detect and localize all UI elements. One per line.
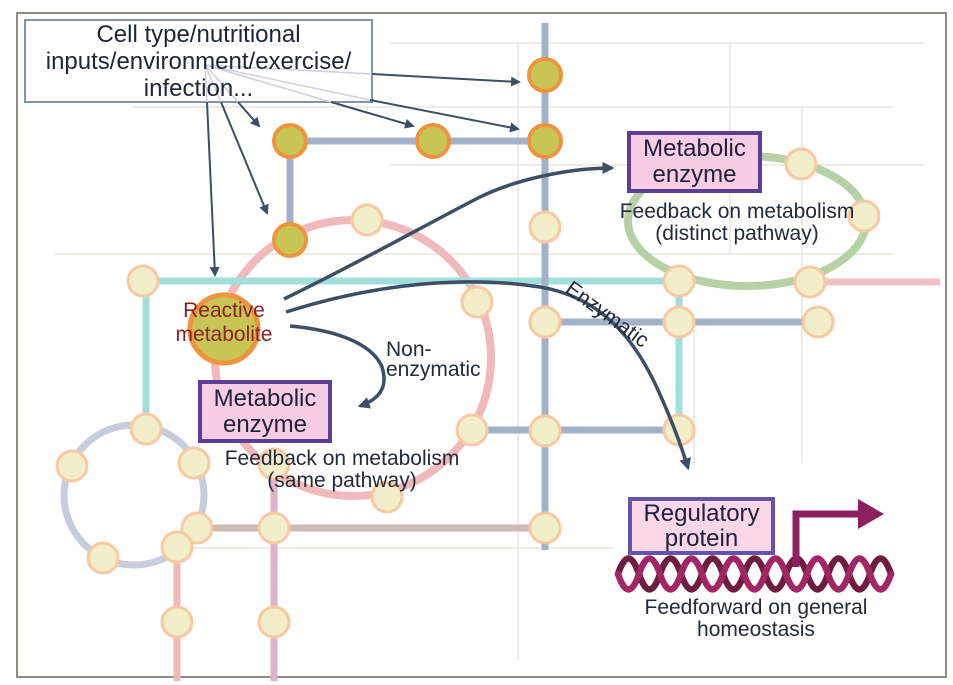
perturbed-node: [527, 57, 563, 93]
pointer-arrows: [206, 73, 521, 277]
fan-lines-inside-box: [204, 64, 373, 103]
feedback-same-line2: (same pathway): [267, 468, 417, 492]
regulatory-line2: protein: [664, 525, 739, 552]
inputs-label: Cell type/nutritional inputs/environment…: [25, 20, 372, 102]
node: [847, 199, 881, 233]
node: [350, 203, 384, 237]
arrow-to-distinct-enzyme: [283, 162, 615, 301]
node: [793, 265, 827, 299]
node: [528, 511, 562, 545]
node: [160, 605, 194, 639]
node: [55, 449, 89, 483]
node: [129, 412, 163, 446]
dna-strand-magenta: [614, 555, 895, 593]
node: [528, 305, 562, 339]
reactive-metabolite-line1: Reactive: [183, 299, 265, 322]
enzyme-same-line2: enzyme: [222, 410, 308, 438]
inputs-label-line2: inputs/environment/exercise/: [45, 47, 352, 75]
regulatory-protein-box: Regulatory protein: [628, 497, 775, 555]
non-enzymatic-label: Non- enzymatic: [386, 338, 526, 381]
figure-frame: [16, 12, 947, 678]
feedforward-caption: Feedforward on general homeostasis: [611, 597, 901, 640]
node: [126, 264, 160, 298]
node: [528, 414, 562, 448]
signalling-arrows: [283, 162, 691, 471]
arrow-enzymatic-to-regulatory-protein: [285, 280, 691, 471]
feedforward-line2: homeostasis: [697, 617, 815, 641]
enzyme-distinct-line2: enzyme: [652, 161, 737, 188]
perturbed-node: [272, 123, 308, 159]
node: [86, 541, 120, 575]
node: [370, 480, 404, 514]
feedback-distinct-line1: Feedback on metabolism: [619, 200, 855, 223]
perturbed-node: [415, 123, 451, 159]
inputs-label-line1: Cell type/nutritional: [96, 20, 301, 48]
node: [257, 605, 291, 639]
perturbed-nodes: [272, 57, 563, 258]
node: [460, 285, 494, 319]
feedback-same-line1: Feedback on metabolism: [224, 447, 460, 470]
perturbed-node: [527, 123, 563, 159]
node: [528, 210, 562, 244]
regulatory-line1: Regulatory: [643, 500, 760, 527]
node: [160, 530, 194, 564]
reactive-metabolite-line2: metabolite: [175, 323, 273, 346]
non-enzymatic-line1: Non-: [386, 338, 432, 361]
enzyme-same-line1: Metabolic: [213, 384, 317, 412]
feedback-distinct-line2: (distinct pathway): [655, 221, 819, 245]
node: [177, 446, 211, 480]
node: [257, 447, 291, 481]
pathway-nodes: [55, 147, 881, 639]
feedforward-line1: Feedforward on general: [644, 596, 868, 619]
transcription-start-arrow: [792, 499, 884, 567]
arrow-non-enzymatic-to-same-enzyme: [289, 324, 386, 409]
node: [662, 305, 696, 339]
node: [455, 413, 489, 447]
feedback-distinct-caption: Feedback on metabolism (distinct pathway…: [592, 201, 882, 244]
perturbed-node: [272, 222, 308, 258]
node: [180, 511, 214, 545]
inputs-label-line3: infection...: [143, 74, 254, 102]
node: [801, 305, 835, 339]
enzyme-distinct-line1: Metabolic: [643, 135, 746, 162]
node: [662, 264, 696, 298]
dna-helix: [614, 555, 895, 593]
node: [257, 511, 291, 545]
reactive-metabolite-label: Reactive metabolite: [134, 299, 314, 347]
feedback-same-caption: Feedback on metabolism (same pathway): [197, 448, 487, 491]
metabolic-enzyme-same-box: Metabolic enzyme: [198, 380, 332, 443]
node: [784, 147, 818, 181]
reactive-metabolite-node: [187, 292, 261, 366]
non-enzymatic-line2: enzymatic: [386, 358, 481, 381]
metabolic-enzyme-distinct-box: Metabolic enzyme: [627, 131, 762, 193]
